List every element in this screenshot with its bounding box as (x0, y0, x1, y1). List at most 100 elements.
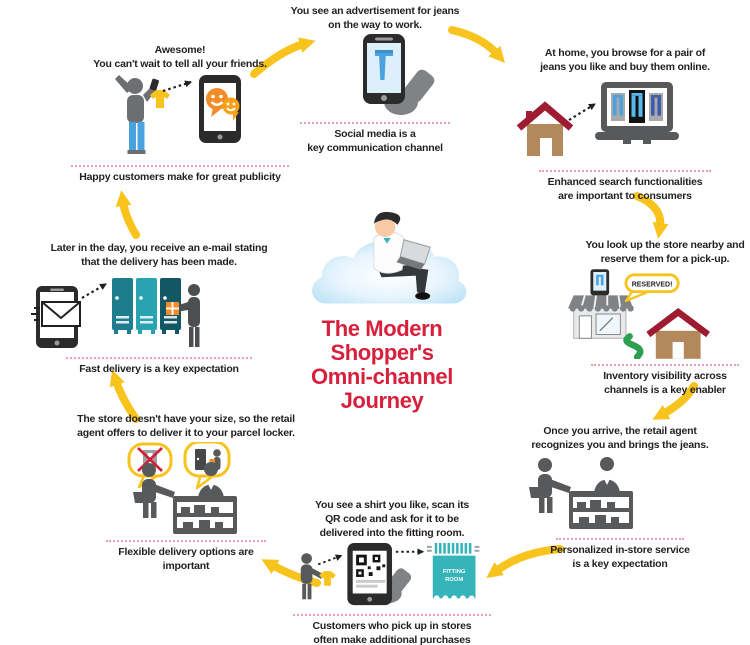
step-caption: Later in the day, you receive an e-mail … (51, 241, 268, 269)
jeans-icon (375, 50, 393, 80)
step-caption: The store doesn't have your size, so the… (77, 412, 295, 440)
center-illustration (298, 206, 478, 316)
key-line: important (162, 560, 210, 572)
caption-line: QR code and ask for it to be (325, 513, 459, 525)
social-phone-icon (199, 75, 241, 143)
qr-scan-fitting-icon: FITTING ROOM (300, 543, 479, 606)
divider (293, 614, 491, 616)
step-key-point: Enhanced search functionalities are impo… (548, 175, 703, 203)
jeans-leg (137, 122, 145, 150)
divider (66, 357, 252, 359)
parcel-lockers-icon (112, 278, 181, 334)
key-line: Happy customers make for great publicity (79, 171, 281, 183)
shopper-icon (300, 553, 323, 600)
counter-service-icon (132, 462, 237, 534)
step-happy-customer: Awesome! You can't wait to tell all your… (67, 43, 293, 184)
arrow-fast-to-happy (115, 190, 140, 239)
retail-counter-icon (527, 454, 647, 534)
step-caption: You see a shirt you like, scan its QR co… (315, 498, 469, 540)
qr-scan-icon: FITTING ROOM (290, 542, 495, 610)
smartphone-icon (590, 269, 610, 296)
fitting-room-label-line1: FITTING (442, 569, 465, 575)
step-caption: Once you arrive, the retail agent recogn… (531, 424, 708, 452)
key-line: channels is a key enabler (604, 384, 726, 396)
title-line: Shopper's (330, 340, 434, 365)
small-phone-icon (149, 78, 159, 91)
package-icon (209, 459, 215, 465)
counter-icon (569, 491, 633, 529)
shirt-icon (318, 571, 336, 586)
step-caption: Awesome! You can't wait to tell all your… (93, 43, 267, 71)
step-advertisement: You see an advertisement for jeans on th… (262, 4, 488, 155)
counter-service-icon (529, 457, 633, 529)
email-locker-icon (26, 271, 208, 353)
jeans-listing-icons (611, 90, 663, 123)
caption-line: You see a shirt you like, scan its (314, 499, 470, 511)
delivery-options-icon (119, 442, 254, 536)
step-key-point: Inventory visibility across channels is … (603, 369, 727, 397)
caption-line: You see an advertisement for jeans (290, 5, 460, 17)
jeans-icon (142, 450, 157, 467)
step-reserve-pickup: You look up the store nearby and reserve… (552, 238, 750, 397)
step-caption: At home, you browse for a pair of jeans … (540, 46, 710, 74)
step-browse-online: At home, you browse for a pair of jeans … (512, 46, 738, 203)
key-line: Flexible delivery options are (118, 546, 254, 558)
step-arrive-store: Once you arrive, the retail agent recogn… (507, 424, 733, 571)
step-key-point: Flexible delivery options are important (118, 545, 254, 573)
dotted-arrow (317, 554, 342, 566)
caption-line: on the way to work. (328, 19, 422, 31)
page-title: The Modern Shopper's Omni-channel Journe… (272, 317, 492, 413)
caption-line: You look up the store nearby and (585, 239, 745, 251)
step-caption: You look up the store nearby and reserve… (585, 238, 744, 266)
key-line: Inventory visibility across (603, 370, 727, 382)
shirt-icon (150, 90, 170, 108)
divider (106, 540, 266, 542)
jeans-leg (129, 122, 136, 150)
step-scan-qr: You see a shirt you like, scan its QR co… (279, 498, 505, 645)
smartphone-icon (363, 34, 405, 104)
reserved-speech-bubble: RESERVED! (624, 273, 680, 303)
divider (71, 165, 289, 167)
cloud-shopper-icon (312, 211, 467, 304)
smartphone-ad-icon (335, 34, 435, 118)
house-laptop-icon (505, 76, 695, 166)
caption-line: The store doesn't have your size, so the… (77, 413, 295, 425)
caption-line: Once you arrive, the retail agent (543, 425, 697, 437)
caption-line: agent offers to deliver it to your parce… (77, 427, 295, 439)
key-line: Personalized in-store service (550, 544, 690, 556)
curtain (432, 555, 475, 599)
title-line: The Modern (321, 316, 443, 341)
caption-line: Later in the day, you receive an e-mail … (50, 242, 268, 254)
fitting-room-label-line2: ROOM (445, 577, 463, 583)
house-icon (646, 308, 711, 359)
smiley-bubbles-icon (206, 88, 240, 121)
parcel-locker-speech-bubble (183, 442, 230, 490)
man-with-laptop-icon (373, 211, 431, 300)
agent-shirt (603, 477, 611, 485)
laptop-icon (595, 82, 679, 144)
house-to-laptop-icon (516, 82, 679, 156)
envelope-icon (31, 301, 81, 327)
key-line: Fast delivery is a key expectation (79, 363, 239, 375)
crossed-out-icon (136, 447, 163, 472)
smartphone-in-hand-icon (363, 34, 435, 115)
share-friends-icon (87, 73, 257, 161)
key-line: Customers who pick up in stores (312, 620, 472, 632)
step-key-point: Customers who pick up in stores often ma… (313, 619, 472, 645)
customer-icon (529, 458, 571, 513)
dotted-arrow (568, 103, 596, 121)
key-line: key communication channel (307, 142, 443, 154)
title-line: Journey (340, 388, 424, 413)
email-phone-icon (31, 286, 81, 348)
fitting-room-icon: FITTING ROOM (426, 543, 479, 602)
email-parcel-locker-icon (31, 278, 200, 348)
key-line: are important to consumers (558, 190, 692, 202)
happy-sharing-icon (115, 75, 241, 154)
step-fast-delivery: Later in the day, you receive an e-mail … (31, 241, 272, 376)
key-line: often make additional purchases (313, 634, 471, 645)
step-key-point: Happy customers make for great publicity (79, 170, 281, 184)
caption-line: Awesome! (154, 44, 206, 56)
key-line: is a key expectation (572, 558, 668, 570)
caption-line: At home, you browse for a pair of (544, 47, 706, 59)
